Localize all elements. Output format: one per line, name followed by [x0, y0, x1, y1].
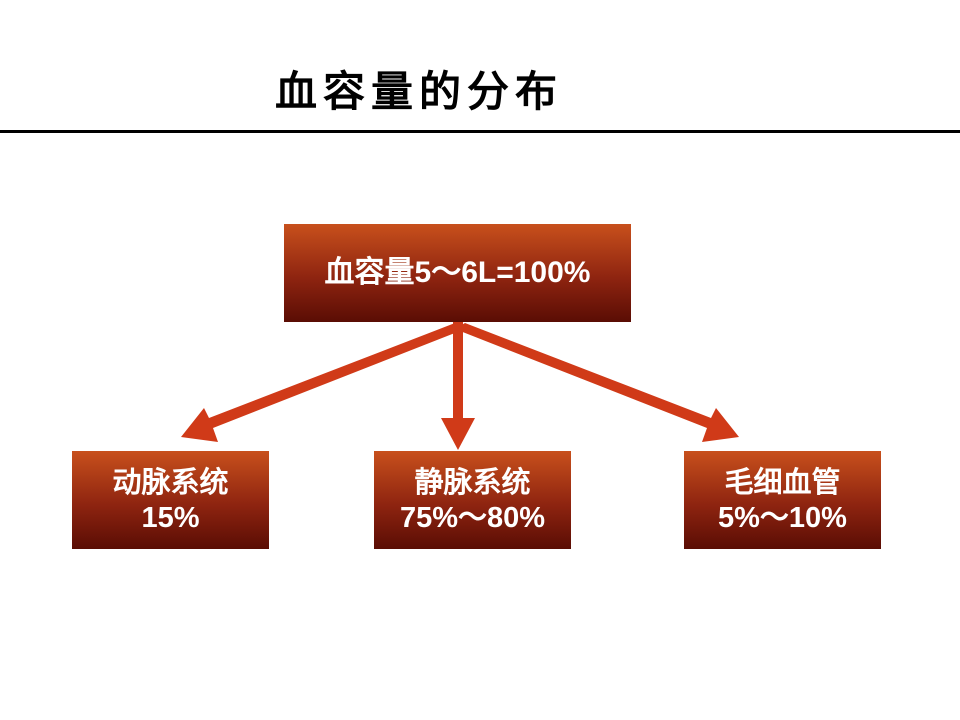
- arteries-box: 动脉系统 15%: [72, 451, 269, 549]
- root-label: 血容量: [324, 255, 415, 291]
- arteries-value: 15%: [141, 502, 200, 534]
- arrow-to-veins: [441, 322, 475, 450]
- page-title: 血容量的分布: [275, 67, 564, 116]
- capillaries-value: 5%～10%: [718, 502, 847, 534]
- veins-value: 75%～80%: [399, 502, 546, 534]
- title-divider: [0, 130, 960, 133]
- veins-box: 静脉系统 75%～80%: [374, 451, 571, 549]
- arrow-to-arteries: [181, 323, 465, 442]
- root-value: 5～6L=100%: [414, 256, 591, 290]
- total-blood-volume-box: 血容量5～6L=100%: [284, 224, 631, 322]
- capillaries-box: 毛细血管 5%～10%: [684, 451, 881, 549]
- veins-label: 静脉系统: [414, 464, 531, 499]
- arrow-to-capillaries: [455, 323, 739, 442]
- arteries-label: 动脉系统: [112, 464, 229, 499]
- capillaries-label: 毛细血管: [724, 464, 841, 499]
